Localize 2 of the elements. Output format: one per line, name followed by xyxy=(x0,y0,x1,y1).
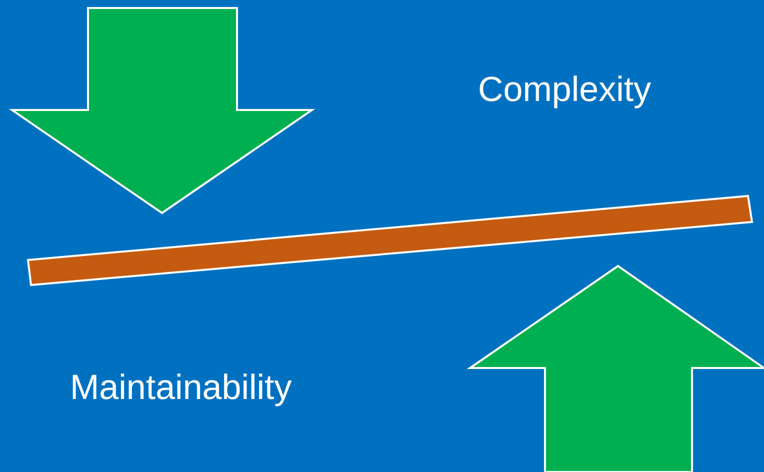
text-label: Maintainability xyxy=(70,368,292,408)
text-label: Complexity xyxy=(478,70,652,110)
